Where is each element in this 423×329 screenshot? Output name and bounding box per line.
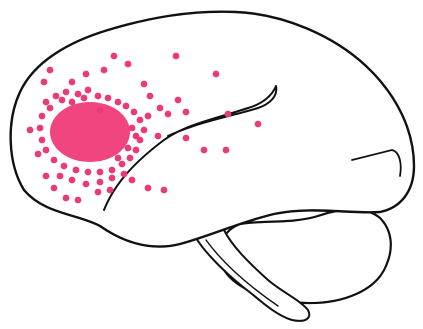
scatter-dot bbox=[127, 155, 134, 162]
scatter-dot bbox=[225, 111, 232, 118]
scatter-dot bbox=[81, 95, 88, 102]
scatter-dot bbox=[175, 97, 182, 104]
scatter-dot bbox=[157, 105, 164, 112]
scatter-dot bbox=[137, 117, 144, 124]
scatter-dot bbox=[131, 109, 138, 116]
scatter-dot bbox=[39, 113, 46, 120]
scatter-dot bbox=[69, 79, 76, 86]
scatter-dot bbox=[69, 99, 76, 106]
scatter-dot bbox=[83, 71, 90, 78]
scatter-dot bbox=[145, 113, 152, 120]
scatter-dot bbox=[51, 185, 58, 192]
scatter-dot bbox=[27, 127, 34, 134]
scatter-dot bbox=[101, 67, 108, 74]
scatter-dot bbox=[61, 163, 68, 170]
scatter-dot bbox=[39, 137, 46, 144]
scatter-dot bbox=[63, 195, 70, 202]
scatter-dot bbox=[201, 147, 208, 154]
scatter-dot bbox=[255, 121, 262, 128]
scatter-dot bbox=[107, 187, 114, 194]
scatter-dot bbox=[53, 93, 60, 100]
scatter-dot bbox=[165, 111, 172, 118]
scatter-dot bbox=[213, 71, 220, 78]
scatter-dot bbox=[161, 187, 168, 194]
scatter-dot bbox=[43, 173, 50, 180]
scatter-dot bbox=[57, 173, 64, 180]
scatter-dot bbox=[73, 167, 80, 174]
scatter-dot bbox=[121, 171, 128, 178]
scatter-dot bbox=[173, 53, 180, 60]
scatter-dot bbox=[183, 109, 190, 116]
scatter-dot bbox=[97, 169, 104, 176]
scatter-dot bbox=[35, 151, 42, 158]
scatter-dot bbox=[111, 53, 118, 60]
scatter-dot bbox=[95, 189, 102, 196]
scatter-dot bbox=[37, 125, 44, 132]
scatter-dot bbox=[147, 93, 154, 100]
scatter-dot bbox=[97, 107, 104, 114]
scatter-dot bbox=[69, 177, 76, 184]
focus-region bbox=[50, 102, 130, 162]
scatter-dot bbox=[133, 147, 140, 154]
scatter-dot bbox=[133, 133, 140, 140]
scatter-dot bbox=[109, 167, 116, 174]
scatter-dot bbox=[115, 155, 122, 162]
scatter-dot bbox=[123, 103, 130, 110]
scatter-dot bbox=[125, 145, 132, 152]
scatter-dot bbox=[59, 97, 66, 104]
scatter-dot bbox=[141, 81, 148, 88]
scatter-dot bbox=[83, 181, 90, 188]
scatter-dot bbox=[43, 99, 50, 106]
scatter-dot bbox=[63, 89, 70, 96]
scatter-dot bbox=[85, 87, 92, 94]
scatter-dot bbox=[47, 67, 54, 74]
scatter-dot bbox=[129, 177, 136, 184]
scatter-dot bbox=[41, 79, 48, 86]
scatter-dot bbox=[95, 93, 102, 100]
scatter-dot bbox=[183, 135, 190, 142]
scatter-dot bbox=[115, 99, 122, 106]
scatter-dot bbox=[129, 125, 136, 132]
scatter-dot bbox=[97, 179, 104, 186]
scatter-dot bbox=[145, 185, 152, 192]
scatter-dot bbox=[223, 147, 230, 154]
scatter-dot bbox=[75, 197, 82, 204]
scatter-dot bbox=[155, 133, 162, 140]
scatter-dot bbox=[85, 169, 92, 176]
scatter-dot bbox=[125, 61, 132, 68]
scatter-dot bbox=[75, 91, 82, 98]
scatter-dot bbox=[43, 147, 50, 154]
scatter-dot bbox=[141, 127, 148, 134]
scatter-dot bbox=[47, 105, 54, 112]
scatter-dot bbox=[105, 95, 112, 102]
scatter-dot bbox=[109, 175, 116, 182]
scatter-dot bbox=[51, 157, 58, 164]
scatter-dot bbox=[119, 161, 126, 168]
